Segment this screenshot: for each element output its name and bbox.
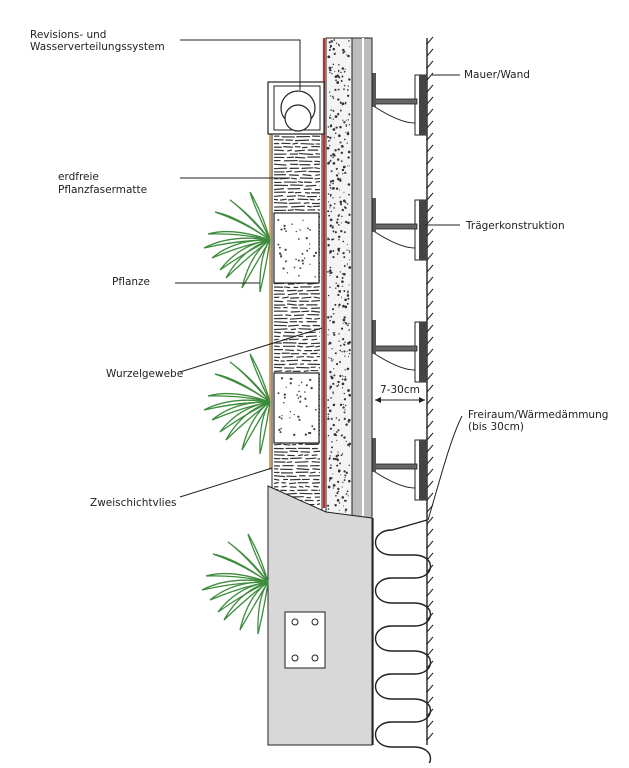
wall-hatching (427, 37, 433, 740)
label-free-space-line2: (bis 30cm) (468, 421, 524, 434)
label-fleece: Zweischichtvlies (90, 497, 177, 510)
label-fiber-mat-line2: Pflanzfasermatte (58, 184, 147, 197)
label-support-structure: Trägerkonstruktion (466, 220, 565, 233)
plant-pocket-upper (274, 213, 319, 283)
mounting-plate (285, 612, 325, 668)
plant-pocket-lower (274, 373, 319, 443)
label-plant: Pflanze (112, 276, 150, 289)
fiber-mat (272, 130, 322, 510)
distance-dimension (375, 397, 425, 403)
label-fiber-mat-line1: erdfreie (58, 171, 99, 184)
support-brackets (372, 73, 427, 500)
insulation-meander (376, 520, 431, 763)
plant-upper (204, 192, 270, 292)
revision-water-system (268, 82, 324, 134)
label-revision-system-line2: Wasserverteilungssystem (30, 41, 165, 54)
label-root-fabric: Wurzelgewebe (106, 368, 183, 381)
plant-lower (202, 534, 268, 634)
plant-middle (204, 354, 270, 454)
label-distance: 7-30cm (380, 384, 420, 397)
label-wall: Mauer/Wand (464, 69, 530, 82)
